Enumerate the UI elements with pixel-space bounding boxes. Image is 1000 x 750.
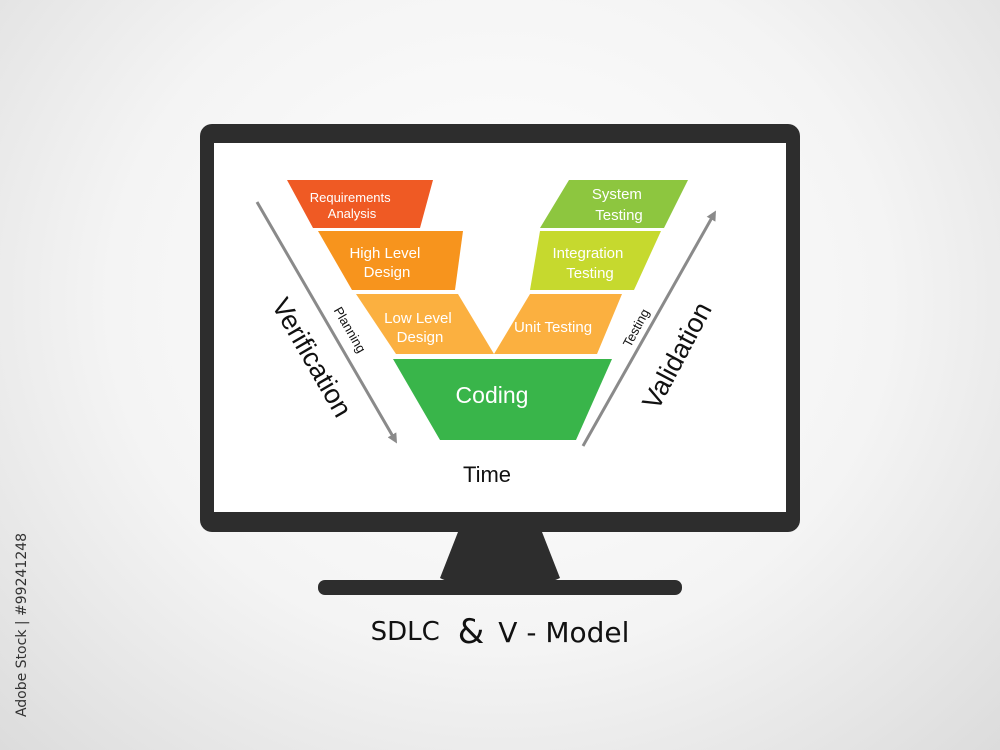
segment-coding [393,359,612,440]
stock-id-watermark: Adobe Stock | #99241248 [14,532,30,718]
label-requirements-analysis: Requirements Analysis [310,190,395,221]
label-system-testing: System Testing [592,186,646,224]
caption-v-model: V - Model [498,615,630,649]
label-unit-testing: Unit Testing [514,319,592,336]
segment-requirements-analysis [287,180,433,228]
label-low-level-design: Low Level Design [384,310,456,346]
time-label: Time [463,462,511,487]
monitor-neck [440,532,560,586]
segment-unit-testing [494,294,622,354]
segment-system-testing [540,180,688,228]
caption-sdlc: SDLC [370,617,440,647]
planning-arrow [255,201,398,444]
label-coding: Coding [456,382,529,408]
segment-low-level-design [356,294,494,354]
testing-arrow [581,210,716,447]
segment-high-level-design [318,231,463,290]
segment-integration-testing [530,231,661,290]
label-integration-testing: Integration Testing [552,245,627,282]
label-high-level-design: High Level Design [349,245,424,281]
page-caption: SDLC&V - Model [0,612,1000,652]
caption-ampersand: & [457,612,485,652]
monitor-stand-base [318,580,682,595]
